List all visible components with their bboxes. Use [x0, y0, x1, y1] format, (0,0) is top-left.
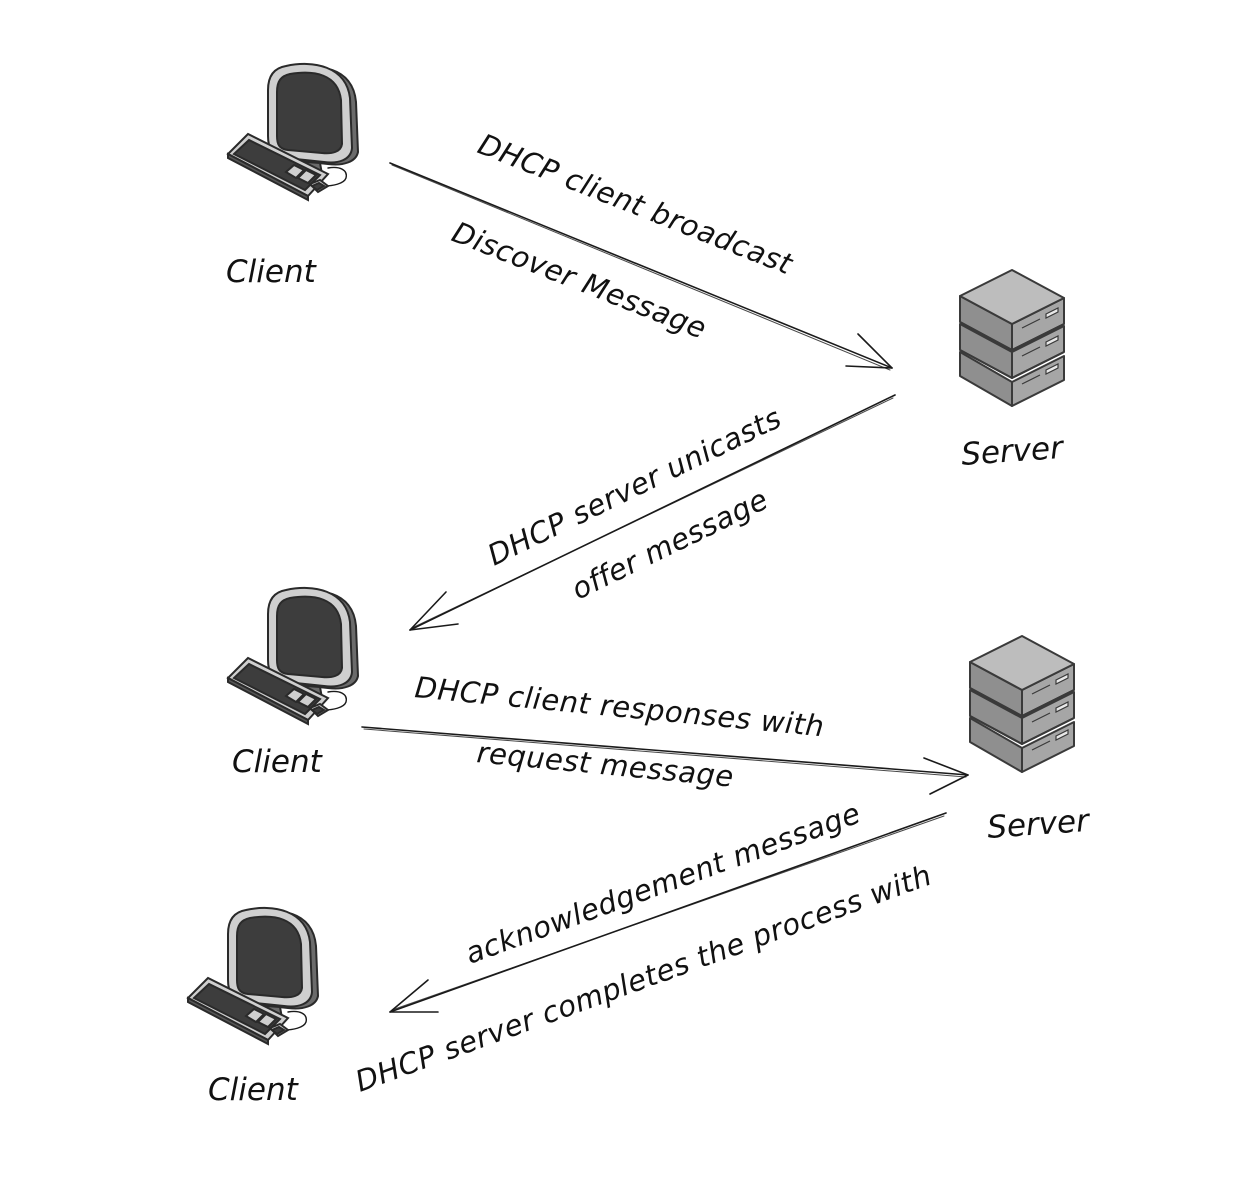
- offer-arrow: [409, 394, 896, 631]
- server-rack-icon: [969, 635, 1075, 773]
- client-bottom-node: Client: [187, 906, 319, 1108]
- desktop-computer-icon: [227, 62, 359, 201]
- client-bottom-label: Client: [208, 1072, 300, 1108]
- server-top-node: Server: [959, 269, 1066, 473]
- request-message-line2: request message: [475, 735, 735, 794]
- discover-arrow: [389, 162, 893, 371]
- desktop-computer-icon: [187, 906, 319, 1045]
- desktop-computer-icon: [227, 586, 359, 725]
- server-top-label: Server: [960, 430, 1066, 473]
- server-bottom-label: Server: [986, 803, 1092, 846]
- client-middle-node: Client: [227, 586, 359, 780]
- client-middle-label: Client: [232, 744, 324, 780]
- acknowledge-arrow: [389, 812, 947, 1013]
- request-message-line1: DHCP client responses with: [413, 670, 826, 743]
- client-top-node: Client: [226, 62, 359, 290]
- server-rack-icon: [959, 269, 1065, 407]
- acknowledge-message-line1: acknowledgement message: [461, 796, 865, 971]
- client-top-label: Client: [226, 254, 318, 290]
- request-arrow: [361, 726, 969, 795]
- server-bottom-node: Server: [969, 635, 1092, 846]
